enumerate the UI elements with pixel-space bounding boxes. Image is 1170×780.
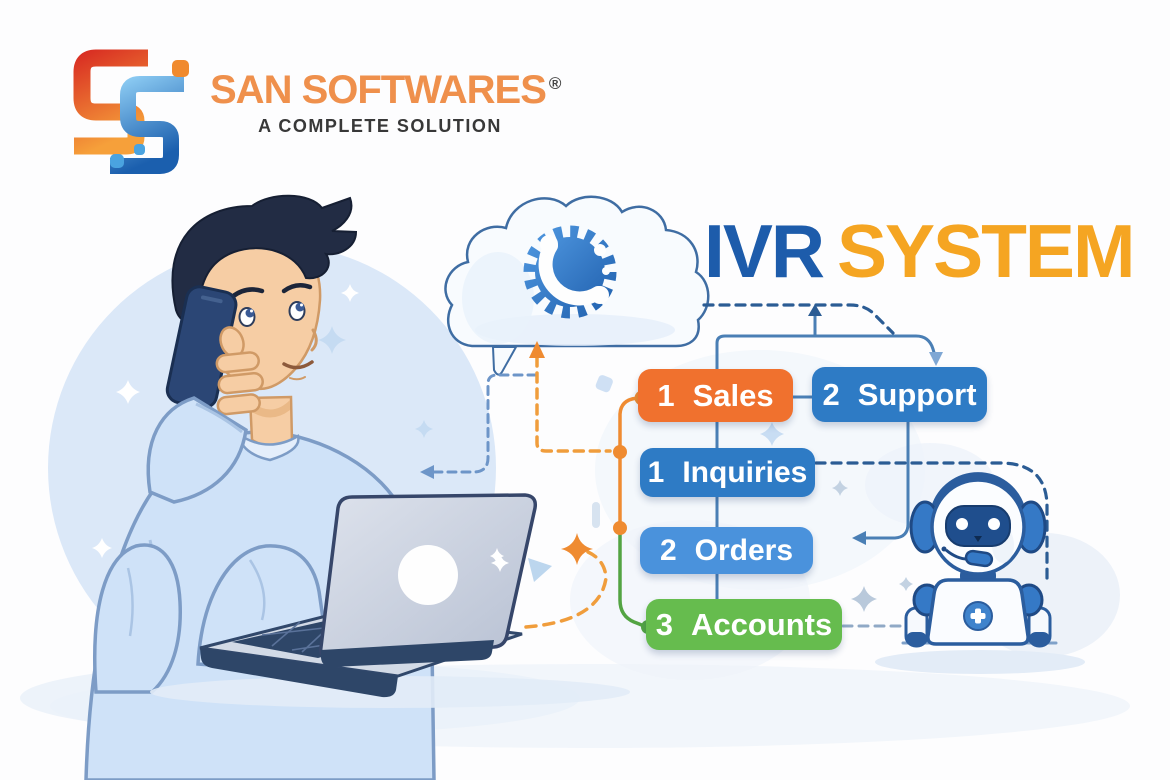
brand-logo: SAN SOFTWARES® A COMPLETE SOLUTION bbox=[52, 42, 561, 178]
robot-visor bbox=[945, 505, 1011, 547]
star-arrowhead-icon bbox=[561, 533, 593, 565]
connector-to-robot-dashed bbox=[814, 461, 1049, 580]
sparkle-icons-front bbox=[318, 326, 913, 612]
node-orders: 2 Orders bbox=[640, 527, 813, 574]
laptop-illustration bbox=[150, 493, 630, 708]
node-support: 2 Support bbox=[812, 367, 987, 422]
node-label: Orders bbox=[694, 533, 794, 567]
node-label: Sales bbox=[692, 377, 774, 413]
registered-mark-icon: ® bbox=[548, 73, 562, 93]
connector-back-to-person bbox=[430, 373, 538, 474]
node-label: Accounts bbox=[691, 606, 833, 642]
node-number: 1 bbox=[647, 455, 665, 489]
node-number: 2 bbox=[822, 376, 840, 412]
node-number: 3 bbox=[655, 606, 673, 642]
sparkle-icons-back bbox=[92, 284, 359, 558]
hand bbox=[215, 326, 264, 416]
title-word-ivr: IVR bbox=[704, 209, 825, 293]
connector-orange-to-cloud bbox=[535, 355, 612, 453]
node-label: Inquiries bbox=[682, 455, 808, 489]
brand-tagline: A COMPLETE SOLUTION bbox=[258, 116, 502, 136]
laptop-logo-circle bbox=[398, 545, 458, 605]
connector-top-branch bbox=[715, 334, 937, 373]
connector-support-orders bbox=[858, 420, 910, 540]
node-label: Support bbox=[857, 376, 977, 412]
node-number: 2 bbox=[659, 533, 677, 567]
hair bbox=[171, 194, 358, 322]
node-sales: 1 Sales bbox=[638, 369, 793, 422]
node-accounts: 3 Accounts bbox=[646, 599, 842, 650]
cloud-icon bbox=[444, 195, 710, 376]
node-inquiries: 1 Inquiries bbox=[640, 448, 815, 497]
title-word-system: SYSTEM bbox=[837, 209, 1135, 293]
connector-cloud-dashed bbox=[702, 303, 895, 335]
san-softwares-logo-icon bbox=[73, 49, 189, 174]
phone-gear-icon bbox=[523, 225, 617, 319]
node-number: 1 bbox=[657, 377, 675, 413]
robot-icon bbox=[875, 472, 1085, 674]
brand-name: SAN SOFTWARES bbox=[210, 68, 547, 112]
connector-orange-curve bbox=[524, 550, 608, 629]
phone-handset-icon bbox=[538, 239, 605, 306]
